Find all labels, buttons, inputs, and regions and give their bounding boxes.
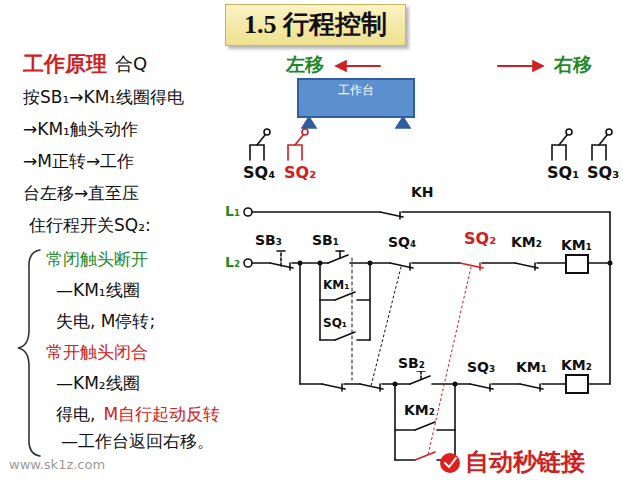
- watermark-icon: [445, 458, 456, 467]
- terminal: [244, 259, 252, 267]
- device-label: SQ₃: [466, 359, 496, 375]
- coil-symbol: [565, 254, 589, 274]
- worktable: 工作台: [297, 78, 415, 118]
- striker: [302, 117, 316, 128]
- watermark-icon: [440, 453, 460, 473]
- device-label: SQ₂: [283, 164, 317, 182]
- explanation-text: —KM₁线圈: [55, 281, 141, 301]
- device-label: SQ₂: [463, 230, 497, 248]
- device-label: SQ₄: [242, 164, 276, 182]
- device-label: SB₃: [254, 232, 283, 248]
- explanation-text: 按SB₁→KM₁线圈得电: [22, 88, 185, 108]
- limit-switch-symbols: [250, 129, 612, 160]
- watermark: www.sk1z.com: [8, 458, 106, 473]
- mechanical-link: [428, 267, 471, 455]
- arrow-head: [336, 61, 346, 71]
- device-label: KM₁: [322, 279, 351, 293]
- watermark: 自动秒链接: [464, 449, 586, 477]
- explanation-text: 工作原理: [22, 52, 108, 76]
- line-label: L₁: [224, 203, 241, 219]
- line-label: L₂: [224, 254, 241, 270]
- explanation-text: M自行起动反转: [102, 405, 221, 425]
- explanation-text: 住行程开关SQ₂:: [28, 216, 152, 236]
- explanation-text: —KM₂线圈: [55, 374, 141, 394]
- explanation-text: —工作台返回右移。: [60, 432, 215, 452]
- title-box: 1.5 行程控制: [225, 4, 406, 46]
- device-label: SB₂: [397, 355, 426, 371]
- worktable-label: 工作台: [299, 80, 413, 98]
- mechanical-link: [352, 258, 353, 380]
- device-label: KM₂: [510, 234, 543, 250]
- explanation-text: →KM₁触头动作: [22, 120, 139, 140]
- explanation-text: 常开触头闭合: [45, 343, 149, 363]
- arrow-head: [533, 61, 543, 71]
- direction-label: 左移: [285, 54, 325, 76]
- device-label: SQ₁: [546, 164, 580, 182]
- device-label: SQ₁: [322, 317, 348, 331]
- coil-symbol: [565, 374, 589, 394]
- explanation-text: 失电, M停转;: [55, 312, 156, 332]
- junction-dots: [298, 261, 613, 387]
- direction-label: 右移: [553, 54, 593, 76]
- coil-label: KM₂: [560, 356, 593, 374]
- striker: [396, 117, 410, 128]
- explanation-text: 合Q: [114, 54, 148, 75]
- relay-coil: KM₂: [560, 356, 593, 394]
- terminal: [244, 208, 252, 216]
- wires: [252, 212, 610, 460]
- explanation-text: 台左移→直至压: [22, 184, 140, 204]
- coil-label: KM₁: [560, 236, 593, 254]
- relay-coil: KM₁: [560, 236, 593, 274]
- device-label: SQ₄: [387, 234, 417, 250]
- device-label: SQ₃: [586, 164, 620, 182]
- device-label: SB₁: [311, 232, 340, 248]
- device-label: KM₁: [515, 359, 548, 375]
- explanation-text: 常闭触头断开: [45, 250, 149, 270]
- brace: [18, 250, 40, 456]
- device-label: KH: [410, 184, 435, 200]
- device-label: KM₂: [403, 402, 436, 418]
- explanation-text: →M正转→工作: [22, 152, 135, 172]
- explanation-text: 得电,: [55, 405, 96, 425]
